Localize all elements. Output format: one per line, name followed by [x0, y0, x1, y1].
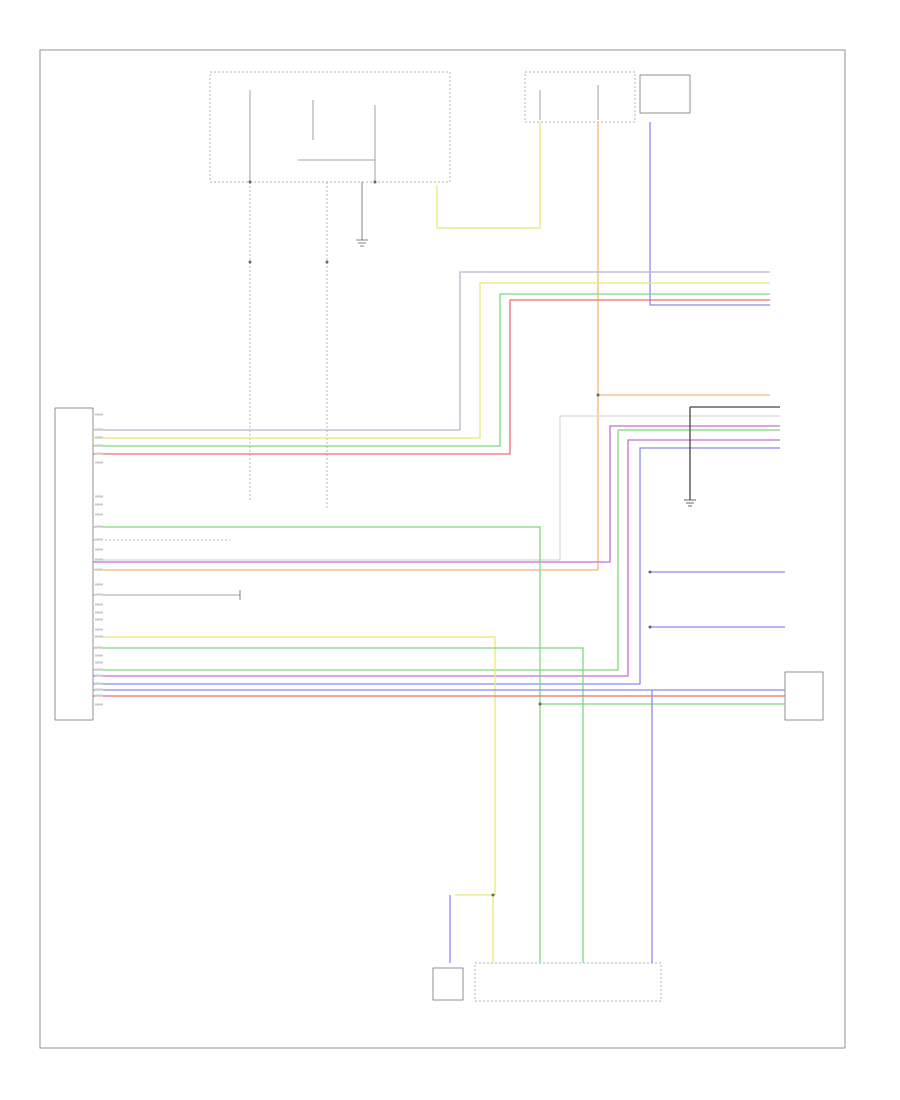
wire-blue-top	[649, 122, 770, 306]
climate-control-unit	[54, 407, 94, 721]
pin-marker	[95, 694, 103, 697]
splice-dot	[248, 180, 252, 184]
ground-main	[356, 239, 368, 247]
pin-marker	[95, 618, 103, 621]
pin-marker	[95, 611, 103, 614]
pin-marker	[95, 568, 103, 571]
ground-right	[684, 499, 696, 507]
fuse-block-left	[209, 71, 451, 183]
relay-box	[639, 74, 691, 114]
wire-purple-right	[93, 439, 780, 677]
splice-dot	[248, 260, 252, 264]
wire-red-bundle	[93, 299, 770, 455]
wire-green-down-1	[93, 526, 541, 963]
pin-marker	[95, 583, 103, 586]
pin-marker	[95, 558, 103, 561]
pin-marker	[95, 525, 103, 528]
pin-marker	[95, 703, 103, 706]
pin-marker	[95, 635, 103, 638]
pin-marker	[95, 668, 103, 671]
pin-marker	[95, 513, 103, 516]
wire-green-bundle	[93, 293, 770, 447]
wire-magenta-right	[93, 425, 780, 563]
wire-orange-main	[93, 122, 599, 571]
wire-yellow-bundle	[93, 282, 770, 439]
wire-yellow-fuse-link	[436, 122, 541, 229]
pin-marker	[95, 538, 103, 541]
pin-marker	[95, 688, 103, 691]
pin-marker	[95, 495, 103, 498]
splice-dot	[648, 625, 652, 629]
pin-marker	[95, 428, 103, 431]
sensor-bottom-left	[432, 967, 464, 1001]
pin-marker	[95, 461, 103, 464]
pin-marker	[95, 444, 103, 447]
module-bottom	[474, 962, 662, 1002]
pin-marker	[95, 654, 103, 657]
pin-marker	[95, 593, 103, 596]
splice-dot	[596, 393, 600, 397]
splice-dot	[373, 180, 377, 184]
wire-green-right	[93, 429, 780, 671]
pin-label-group	[95, 413, 103, 706]
wire-green-down-2	[93, 647, 584, 963]
pin-marker	[95, 661, 103, 664]
wire-lightgray-right	[93, 415, 780, 561]
pin-marker	[95, 682, 103, 685]
pin-marker	[95, 503, 103, 506]
splice-dot	[648, 570, 652, 574]
splice-dot	[325, 260, 329, 264]
diagram-frame	[39, 49, 846, 1049]
wire-gray-bundle	[93, 271, 770, 431]
pin-marker	[95, 646, 103, 649]
pin-marker	[95, 603, 103, 606]
fuse-block-right	[524, 71, 636, 123]
wire-yellow-down	[93, 636, 496, 895]
pin-marker	[95, 674, 103, 677]
wire-blue-right	[93, 447, 780, 685]
pin-marker	[95, 548, 103, 551]
pin-marker	[95, 413, 103, 416]
pin-marker	[95, 436, 103, 439]
splice-dot	[538, 702, 542, 706]
right-module-box	[784, 671, 824, 721]
pin-marker	[95, 628, 103, 631]
pin-marker	[95, 452, 103, 455]
splice-dot	[491, 893, 495, 897]
